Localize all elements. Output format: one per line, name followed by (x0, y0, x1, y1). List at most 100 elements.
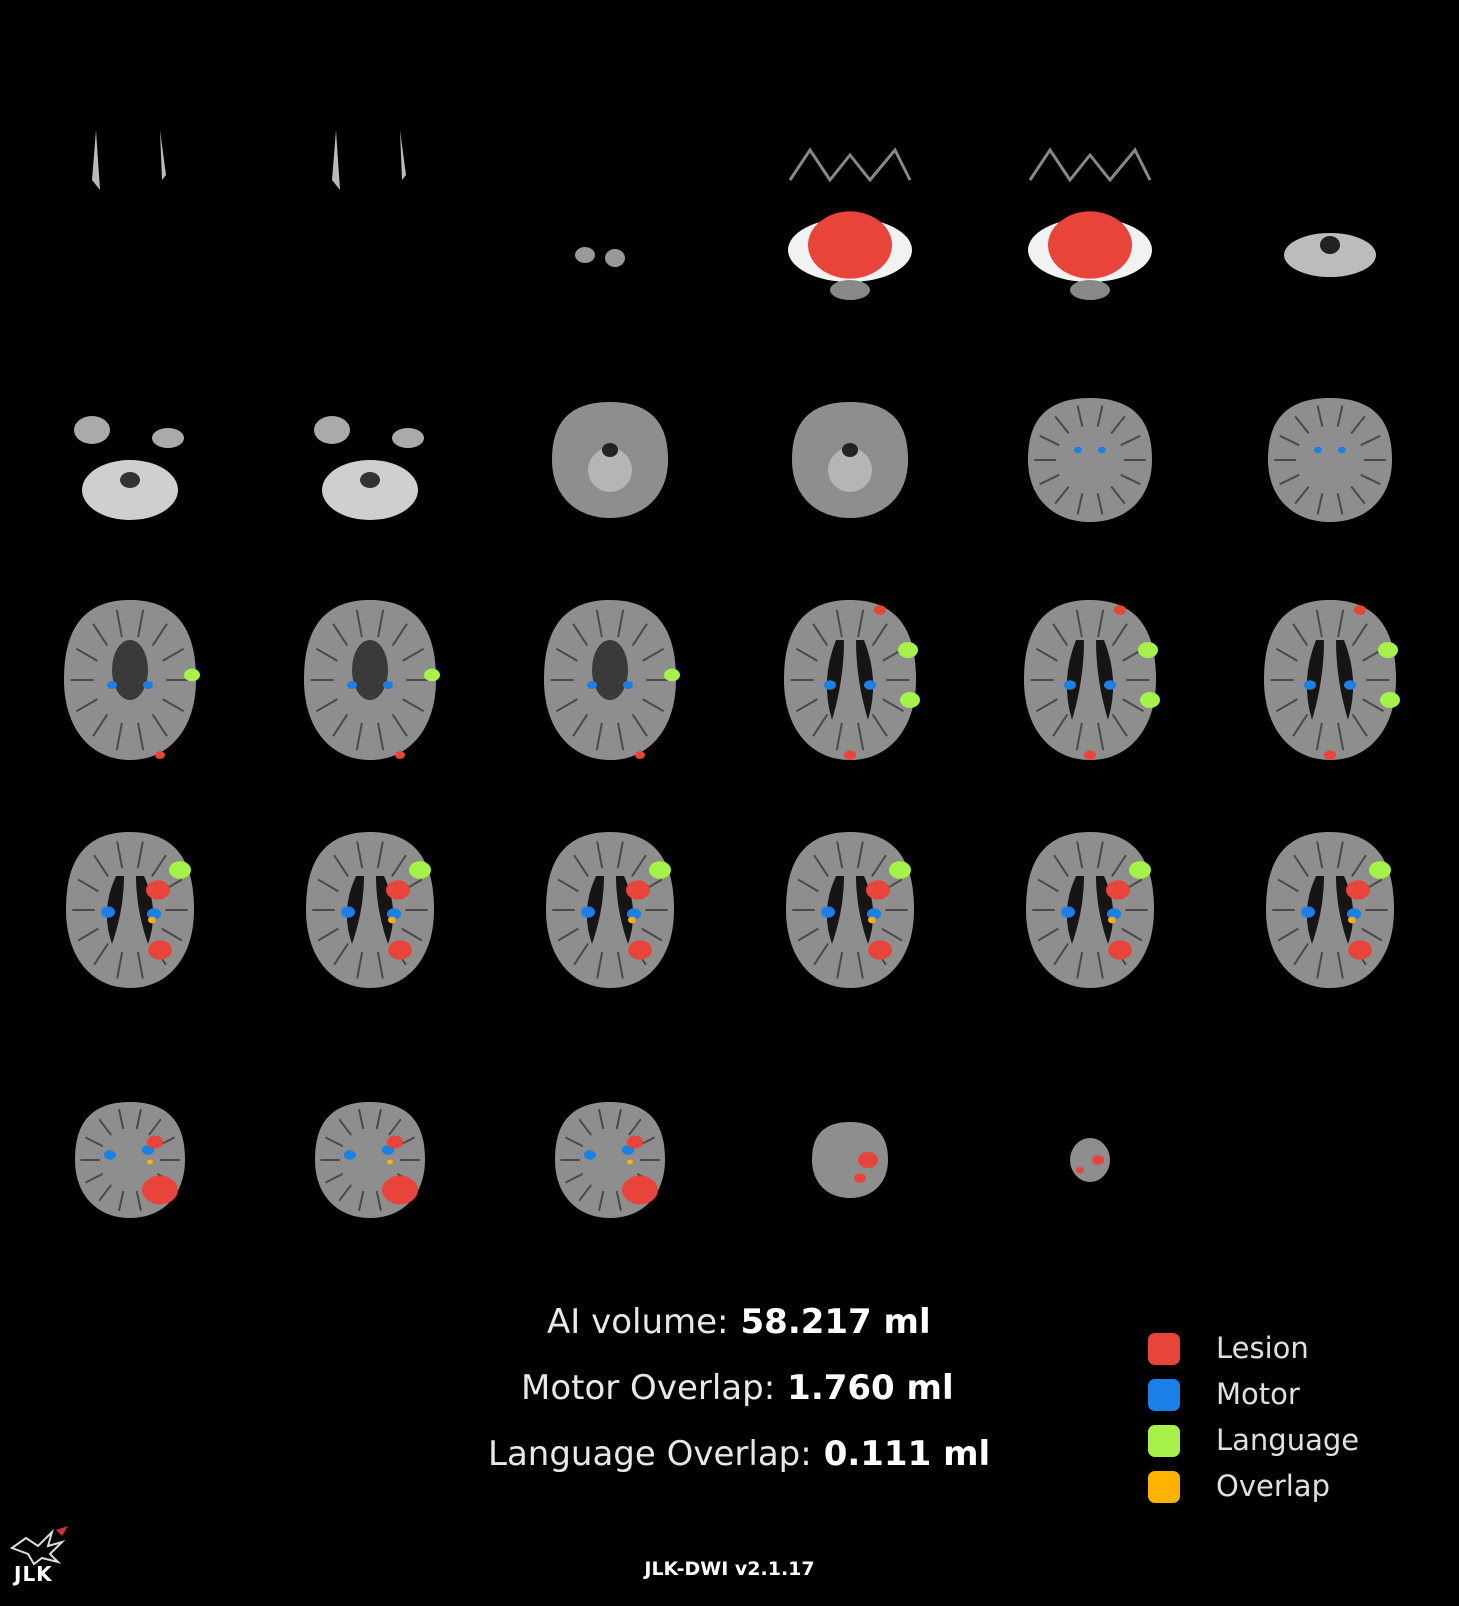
language-region (184, 668, 200, 682)
ai-volume-value: 58.217 ml (740, 1302, 931, 1342)
lesion-region (382, 1175, 418, 1205)
lesion-region (1354, 605, 1366, 615)
motor-region (587, 681, 597, 689)
motor-region (864, 680, 876, 690)
mri-slice-5 (970, 80, 1210, 320)
lesion-region (622, 1175, 658, 1205)
legend-label-language: Language (1216, 1423, 1360, 1457)
motor-region (622, 1145, 634, 1155)
lesion-region (844, 750, 856, 760)
lesion-region (868, 940, 892, 960)
overlap-region (1108, 916, 1116, 924)
motor-region (1344, 680, 1356, 690)
motor-region (1314, 446, 1322, 454)
mri-slice-3 (490, 80, 730, 320)
motor-region (142, 1145, 154, 1155)
lesion-region (627, 1135, 643, 1149)
mri-slice-9 (490, 350, 730, 590)
mri-slice-1 (10, 80, 250, 320)
motor-region (627, 908, 641, 920)
overlap-region (388, 916, 396, 924)
overlap-swatch (1148, 1471, 1180, 1503)
mri-slice-18 (1210, 570, 1450, 810)
language-region (1138, 642, 1158, 658)
overlap-region (147, 1159, 153, 1165)
language-region (1129, 861, 1151, 879)
motor-region (104, 1150, 116, 1160)
language-overlap-value: 0.111 ml (823, 1434, 991, 1474)
lesion-region (858, 1152, 878, 1168)
motor-overlap-label: Motor Overlap: (521, 1368, 776, 1408)
lesion-region (395, 751, 405, 759)
mri-slice-7 (10, 350, 250, 590)
lesion-region (1346, 880, 1370, 900)
language-region (889, 861, 911, 879)
lesion-region (386, 880, 410, 900)
ai-volume-label: AI volume: (547, 1302, 729, 1342)
lesion-region (1108, 940, 1132, 960)
lesion-region (808, 211, 892, 279)
logo-text: JLK (14, 1562, 53, 1586)
lesion-region (626, 880, 650, 900)
overlap-region (628, 916, 636, 924)
lesion-region (147, 1135, 163, 1149)
language-swatch (1148, 1425, 1180, 1457)
motor-region (623, 681, 633, 689)
lesion-swatch (1148, 1333, 1180, 1365)
mri-slice-14 (250, 570, 490, 810)
mri-slice-2 (250, 80, 490, 320)
motor-region (824, 680, 836, 690)
mri-slice-16 (730, 570, 970, 810)
motor-region (1064, 680, 1076, 690)
mri-slice-21 (490, 800, 730, 1040)
mri-slice-19 (10, 800, 250, 1040)
motor-overlap-line: Motor Overlap:1.760 ml (521, 1368, 954, 1408)
language-region (649, 861, 671, 879)
mri-slice-13 (10, 570, 250, 810)
overlap-region (868, 916, 876, 924)
mri-slice-23 (970, 800, 1210, 1040)
mri-slice-24 (1210, 800, 1450, 1040)
language-region (1140, 692, 1160, 708)
motor-region (383, 681, 393, 689)
lesion-region (1048, 211, 1132, 279)
language-overlap-label: Language Overlap: (488, 1434, 812, 1474)
lesion-region (1092, 1155, 1104, 1165)
lesion-region (142, 1175, 178, 1205)
motor-region (344, 1150, 356, 1160)
overlap-region (148, 916, 156, 924)
lesion-region (1076, 1166, 1084, 1174)
legend-label-overlap: Overlap (1216, 1469, 1330, 1503)
mri-slice-27 (490, 1050, 730, 1290)
lesion-region (628, 940, 652, 960)
mri-slice-6 (1210, 80, 1450, 320)
motor-region (1338, 446, 1346, 454)
motor-region (821, 906, 835, 918)
language-region (1378, 642, 1398, 658)
dwi-slice-montage (10, 80, 1450, 1290)
lesion-region (148, 940, 172, 960)
language-region (424, 668, 440, 682)
motor-region (347, 681, 357, 689)
motor-region (1061, 906, 1075, 918)
lesion-region (387, 1135, 403, 1149)
lesion-region (1106, 880, 1130, 900)
lesion-region (854, 1173, 866, 1183)
lesion-region (1114, 605, 1126, 615)
mri-slice-4 (730, 80, 970, 320)
mri-slice-30 (1210, 1050, 1450, 1290)
mri-slice-25 (10, 1050, 250, 1290)
lesion-region (1324, 750, 1336, 760)
motor-region (1104, 680, 1116, 690)
lesion-region (388, 940, 412, 960)
lesion-region (1084, 750, 1096, 760)
motor-region (387, 908, 401, 920)
jlk-logo-icon (9, 1526, 68, 1566)
lesion-region (874, 605, 886, 615)
motor-region (584, 1150, 596, 1160)
mri-slice-12 (1210, 350, 1450, 590)
mri-slice-26 (250, 1050, 490, 1290)
language-region (898, 642, 918, 658)
language-region (409, 861, 431, 879)
